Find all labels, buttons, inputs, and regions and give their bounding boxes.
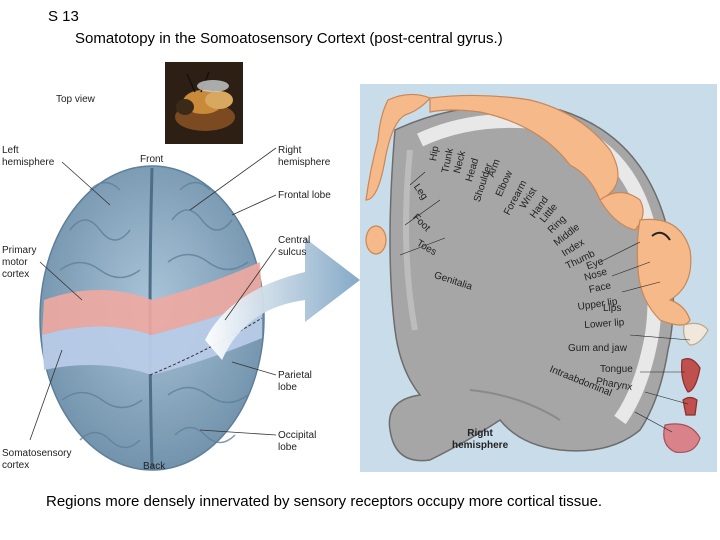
slide-title: Somatotopy in the Somoatosensory Cortext… [75, 30, 503, 47]
label-back: Back [143, 461, 166, 472]
label-occipital-lobe: Occipital lobe [278, 430, 317, 453]
leader-lines-cortex [399, 171, 691, 433]
label-cortex-right-hemisphere: Right hemisphere [452, 428, 509, 451]
label-primary-motor-cortex: Primary motor cortex [2, 245, 37, 280]
label-gum-and-jaw: Gum and jaw [568, 343, 627, 354]
label-somatosensory-cortex: Somatosensory cortex [2, 448, 72, 471]
label-tongue: Tongue [600, 364, 633, 375]
pointer-arrow [205, 238, 360, 360]
homunculus [365, 93, 709, 454]
label-lips: Lips [603, 303, 622, 314]
leader-lines-left [29, 147, 277, 441]
label-central-sulcus: Central sulcus [278, 235, 311, 258]
primary-motor-band [42, 262, 262, 335]
slide-number: S 13 [48, 8, 79, 25]
slide-caption: Regions more densely innervated by senso… [46, 493, 603, 510]
somatosensory-band [42, 300, 262, 375]
label-right-hemisphere: Right hemisphere [278, 145, 331, 168]
brain-top-view [39, 165, 265, 471]
label-left-hemisphere: Left hemisphere [2, 145, 55, 168]
bee-photo [165, 62, 243, 144]
label-parietal-lobe: Parietal lobe [278, 370, 312, 393]
label-top-view: Top view [56, 94, 95, 105]
label-hip: Hip [428, 145, 442, 162]
label-frontal-lobe: Frontal lobe [278, 190, 331, 201]
label-front: Front [140, 154, 164, 165]
